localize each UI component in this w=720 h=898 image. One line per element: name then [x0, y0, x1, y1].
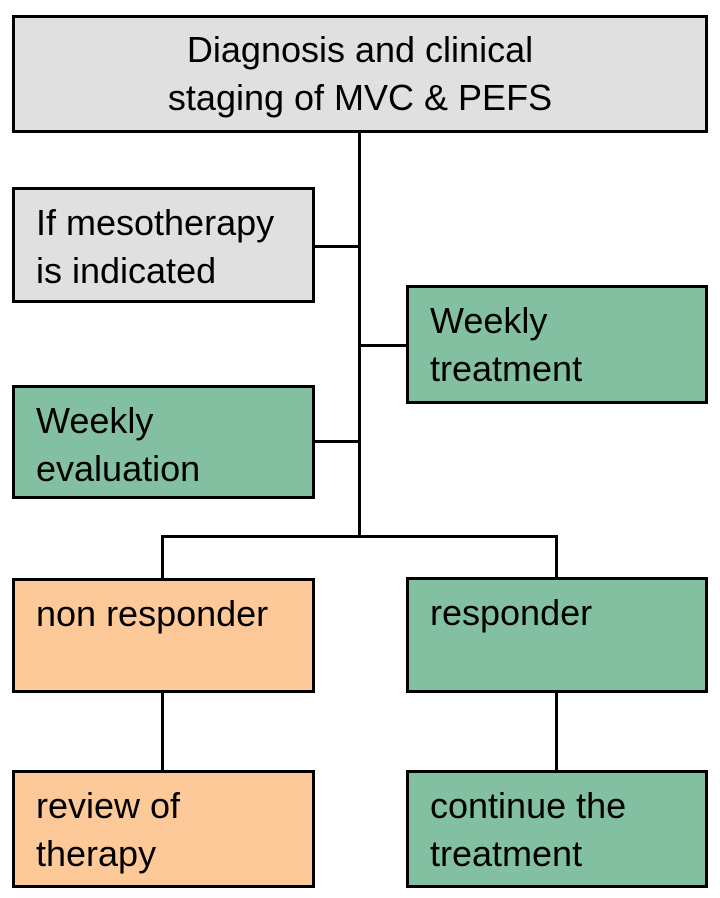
node-weekly-evaluation: Weekly evaluation: [12, 385, 315, 499]
connector-weekly-evaluation: [315, 440, 360, 443]
node-review-of-therapy: review of therapy: [12, 770, 315, 888]
connector-main-spine: [358, 133, 361, 537]
node-continue-treatment: continue the treatment: [406, 770, 708, 888]
connector-responder-continue: [555, 693, 558, 770]
connector-weekly-treatment: [360, 344, 406, 347]
node-weekly-treatment: Weekly treatment: [406, 285, 708, 404]
connector-branch-left-drop: [161, 535, 164, 578]
connector-mesotherapy: [315, 245, 360, 248]
connector-nonresponder-review: [161, 693, 164, 770]
node-non-responder: non responder: [12, 578, 315, 693]
node-diagnosis-staging: Diagnosis and clinical staging of MVC & …: [12, 15, 708, 133]
connector-branch-right-drop: [555, 535, 558, 578]
connector-branch-horizontal: [161, 535, 558, 538]
node-responder: responder: [406, 577, 708, 693]
node-mesotherapy-indicated: If mesotherapy is indicated: [12, 187, 315, 303]
